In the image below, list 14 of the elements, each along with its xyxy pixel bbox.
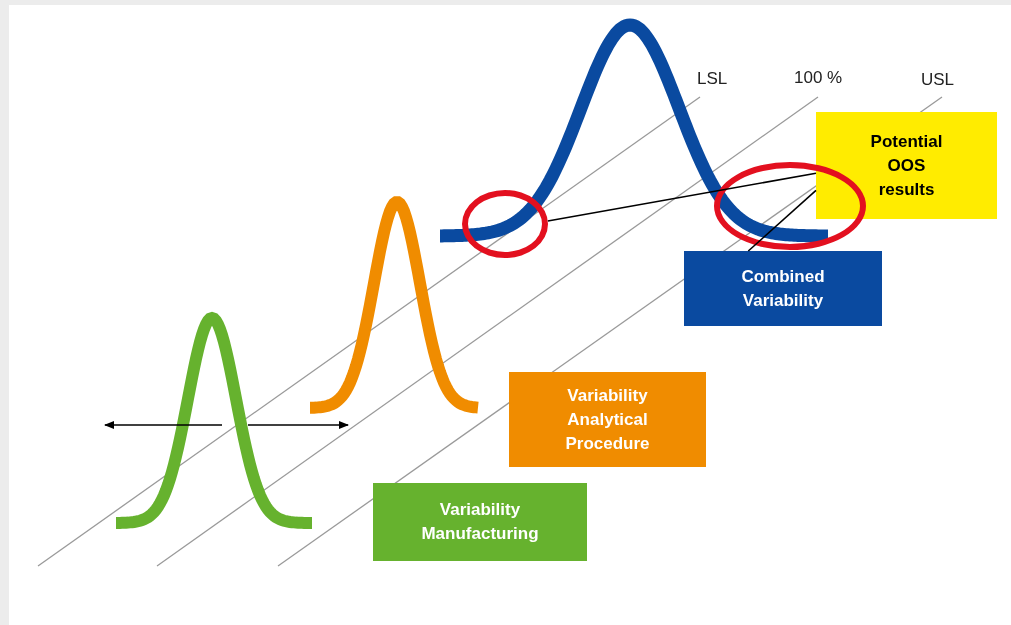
limit-label: 100 % [794, 68, 843, 88]
label-box [816, 112, 997, 219]
leader-line [747, 189, 817, 252]
box-label: Combined Variability [740, 265, 826, 312]
highlight-ellipse [462, 190, 548, 258]
label-box [509, 372, 706, 467]
limit-label: LSL [697, 69, 728, 89]
label-box [373, 483, 587, 561]
box-label: Variability Analytical Procedure [564, 384, 651, 455]
limit-label: USL [921, 70, 955, 90]
box-label: Variability Manufacturing [420, 499, 540, 545]
box-label: Potential OOS results [869, 130, 944, 201]
leader-line [547, 172, 817, 222]
label-box [684, 251, 882, 326]
